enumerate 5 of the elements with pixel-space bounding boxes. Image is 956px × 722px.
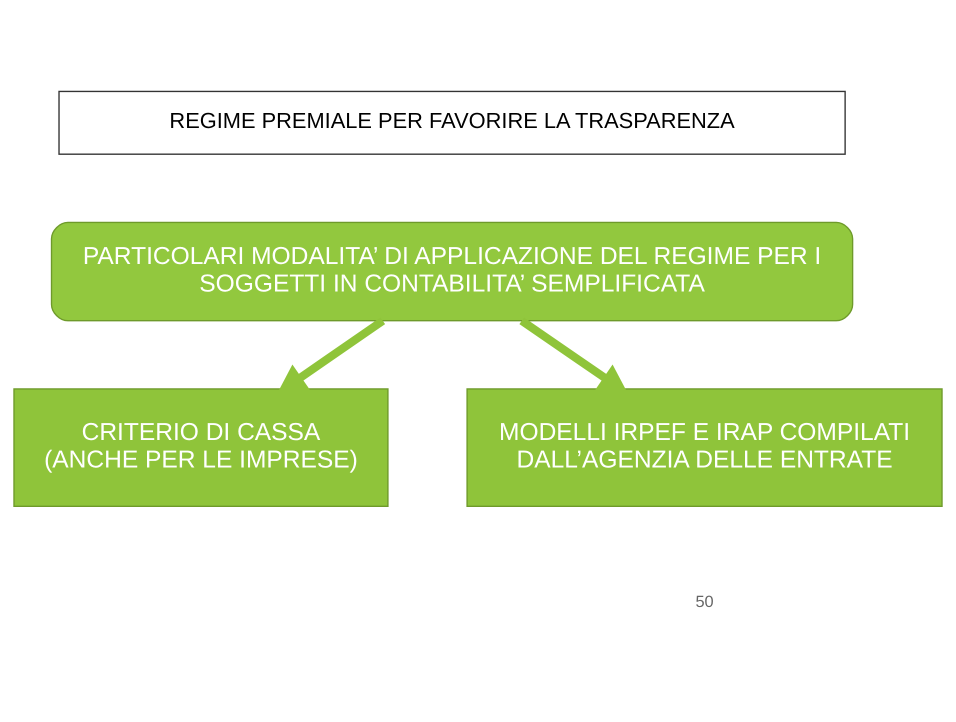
label: 50	[695, 592, 714, 611]
node-box: CRITERIO DI CASSA (ANCHE PER LE IMPRESE)	[13, 388, 389, 508]
node-box: MODELLI IRPEF E IRAP COMPILATI DALL’AGENZIA DELLE ENTRATE	[466, 388, 943, 508]
node-box: REGIME PREMIALE PER FAVORIRE LA TRASPARENZA	[58, 90, 846, 155]
node-box: PARTICOLARI MODALITA’ DI APPLICAZIONE DEL REGIME PER I SOGGETTI IN CONTABILITA’ SEMPLIFICATA	[50, 222, 854, 322]
